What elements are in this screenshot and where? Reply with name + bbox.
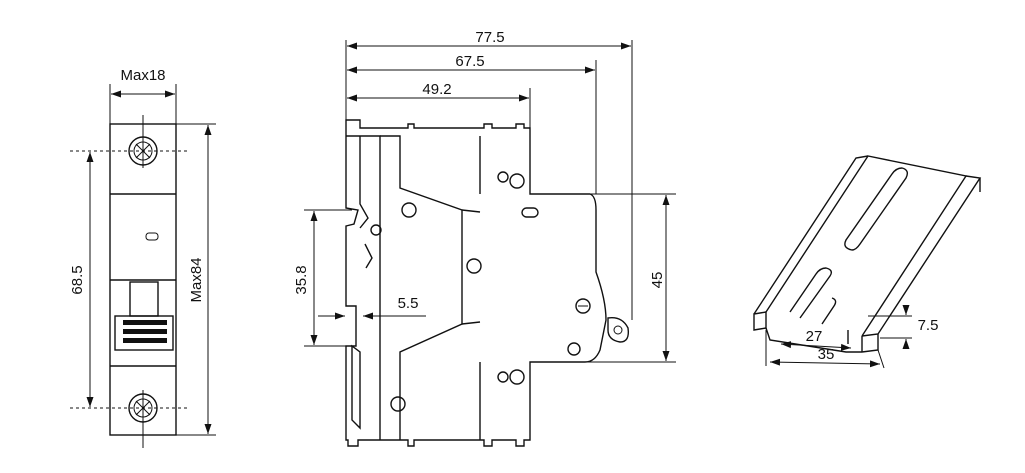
din-rail: 27 35 7.5 [753,155,982,369]
inner-width-line [780,341,852,351]
dim-gap-label: 5.5 [398,295,419,312]
inner-width-label: 27 [806,328,823,345]
rail-slot [789,267,833,319]
rail-top-face [765,155,968,337]
clip-ring [607,317,630,343]
dim-mid-label: 67.5 [455,53,484,70]
front-view: Max18 68.5 Max84 [69,67,216,448]
toggle-handle [129,281,159,317]
side-view: 77.5 67.5 49.2 35.8 5.5 45 [293,29,676,447]
side-hole [390,396,406,412]
indicator-slot [145,232,159,241]
dim-right-label: 45 [649,272,666,289]
dim-short-label: 49.2 [422,81,451,98]
mount-label: 68.5 [69,265,86,294]
breaker-side-outline [345,119,607,447]
width-label: Max18 [120,67,165,84]
outer-width-line [769,358,881,368]
side-hole [370,224,382,236]
dim-total-label: 77.5 [475,29,504,46]
side-slot [521,207,539,218]
side-hole [401,202,417,218]
outer-width-label: 35 [818,346,835,363]
depth-label: 7.5 [918,317,939,334]
side-hole [466,258,482,274]
handle-grip [123,320,167,325]
rail-slot [844,167,909,251]
height-label: Max84 [188,257,205,302]
dim-left-label: 35.8 [293,265,310,294]
trip-screw-icon [575,298,591,314]
